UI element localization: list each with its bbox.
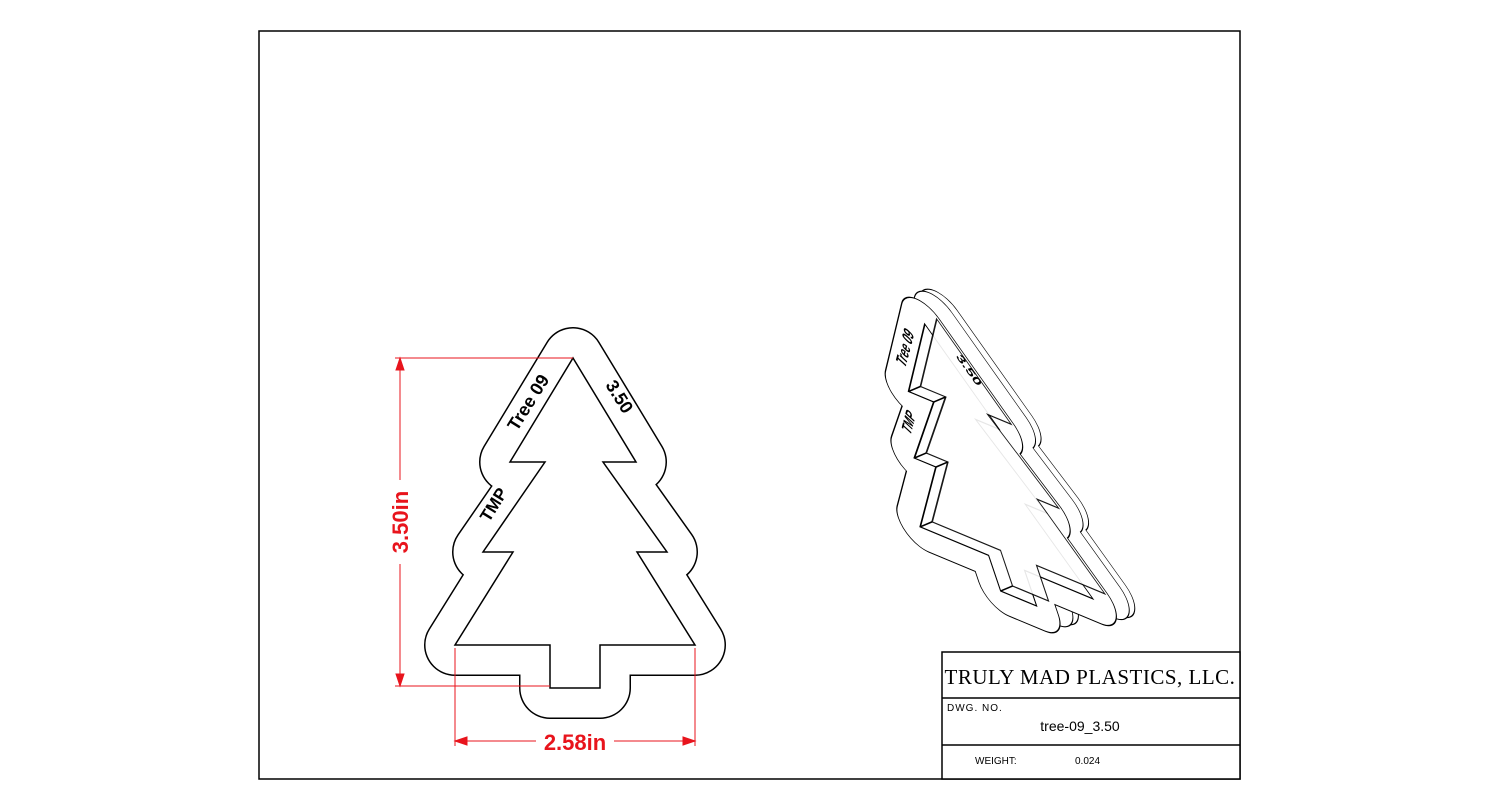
iso-view: Tree 09 3.50 TMP (834, 270, 1130, 644)
dimension-width: 2.58in (544, 730, 606, 755)
title-block: TRULY MAD PLASTICS, LLC. DWG. NO. tree-0… (941, 651, 1241, 780)
company-name: TRULY MAD PLASTICS, LLC. (945, 665, 1236, 689)
front-view: Tree 09 3.50 TMP (455, 358, 695, 688)
dwg-no-label: DWG. NO. (947, 703, 1003, 714)
weight-label: WEIGHT: (975, 756, 1017, 767)
dimension-height: 3.50in (388, 491, 413, 553)
dwg-no-value: tree-09_3.50 (1040, 718, 1120, 734)
weight-value: 0.024 (1075, 756, 1100, 767)
sheet-border (258, 30, 1241, 780)
